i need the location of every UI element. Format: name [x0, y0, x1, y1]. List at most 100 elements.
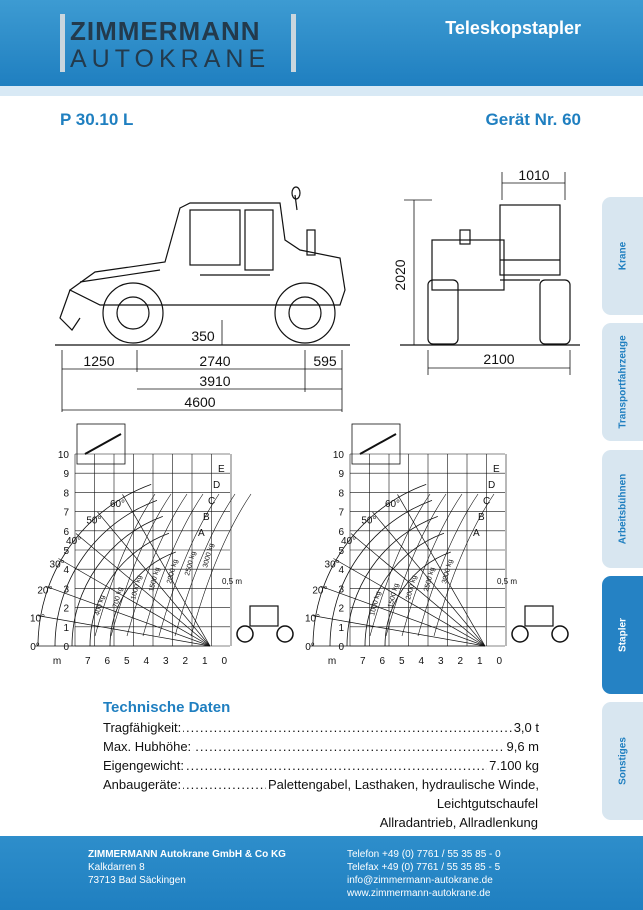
cab-door [244, 209, 274, 271]
chart-right-angle-label: 60° [385, 499, 400, 510]
chart-right-curve-label: A [473, 528, 480, 539]
telehandler-body [68, 202, 346, 306]
chart-right-load-curve [385, 493, 447, 637]
device-number: Gerät Nr. 60 [485, 110, 581, 129]
chart-right-y-tick: 8 [338, 488, 344, 499]
chart-left-boom-icon-line [84, 433, 122, 455]
chart-left-angle-label: 0° [30, 642, 40, 653]
dim-ground-clearance: 350 [191, 328, 215, 344]
chart-left-angle-label: 20° [37, 586, 52, 597]
chart-left-curve-label: C [208, 496, 215, 507]
spec-attachments-value: Palettengabel, Lasthaken, hydraulische W… [265, 775, 539, 794]
chart-right-reach-arc [346, 515, 438, 647]
chart-left-load-label: 2000 kg [166, 559, 179, 585]
dim-total-length: 4600 [184, 394, 215, 410]
document-type: Teleskopstapler [445, 18, 581, 38]
chart-right-load-curve [433, 493, 495, 637]
chart-right-load-label: 2000 kg [405, 575, 418, 601]
chart-right-curve-label: E [493, 464, 500, 475]
chart-left-angle-label: 30° [50, 560, 65, 571]
chart-right-angle-line [397, 494, 486, 647]
side-view-drawing: 350 1250 2740 595 3910 4600 1010 2020 21… [55, 167, 580, 412]
chart-left-angle-label: 60° [110, 499, 125, 510]
chart-right-angle-line [320, 585, 486, 647]
footer-fax: Telefax +49 (0) 7761 / 55 35 85 - 5 [347, 862, 501, 873]
chart-left-x-tick: 7 [85, 656, 91, 667]
chart-right-curve-label: D [488, 480, 495, 491]
header-band [0, 86, 643, 96]
footer-company: ZIMMERMANN Autokrane GmbH & Co KG [88, 849, 286, 860]
footer: ZIMMERMANN Autokrane GmbH & Co KG Kalkda… [0, 836, 643, 910]
mirror [291, 186, 301, 200]
logo-bar-right [291, 14, 296, 72]
chart-left-x-tick: 1 [202, 656, 208, 667]
chart-left-x-tick: 6 [104, 656, 110, 667]
tab-transportfahrzeuge[interactable]: Transportfahrzeuge [602, 323, 643, 441]
chart-left-load-curve [126, 493, 188, 637]
chart-left-load-curve [174, 493, 236, 637]
tab-sonstiges-label: Sonstiges [617, 737, 628, 785]
chart-right-curve-label: C [483, 496, 490, 507]
chart-right-y-tick: 7 [338, 508, 344, 519]
spec-capacity-label: Tragfähigkeit: [103, 718, 184, 737]
chart-left-y-tick: 2 [63, 604, 69, 615]
tab-stapler[interactable]: Stapler [602, 576, 643, 694]
chart-right-y-tick: 0 [338, 642, 344, 653]
chart-left-machine-cab-icon [249, 605, 279, 627]
tab-sonstiges[interactable]: Sonstiges [602, 702, 643, 820]
chart-right-y-tick: 10 [333, 450, 345, 461]
chart-left-x-tick: 5 [124, 656, 130, 667]
chart-left-y-tick: 3 [63, 584, 69, 595]
chart-right-y-tick: 1 [338, 623, 344, 634]
chart-left-angle-label: 50° [86, 516, 101, 527]
company-logo[interactable]: ZIMMERMANN AUTOKRANE [60, 14, 296, 73]
chart-right-load-curve [401, 493, 463, 637]
dim-rear-overhang: 595 [313, 353, 337, 369]
chart-left-curve-label: E [218, 464, 225, 475]
footer-city: 73713 Bad Säckingen [88, 875, 186, 886]
chart-left-curve-label: B [203, 512, 210, 523]
chart-right-x-tick: m [328, 656, 336, 667]
spec-weight-value: 7.100 kg [487, 756, 539, 775]
dim-overhang: 1250 [83, 353, 114, 369]
chart-right-x-tick: 3 [438, 656, 444, 667]
chart-left-load-curve [158, 493, 220, 637]
chart-right-x-tick: 2 [457, 656, 463, 667]
chart-right-load-label: 1000 kg [369, 591, 382, 617]
chart-left-x-tick: m [53, 656, 61, 667]
chart-left-angle-label: 10° [30, 613, 45, 624]
tab-krane[interactable]: Krane [602, 197, 643, 315]
chart-left-boom-icon [76, 423, 126, 465]
tab-arbeitsbuehnen[interactable]: Arbeitsbühnen [602, 450, 643, 568]
chart-right-machine-wheel-icon [511, 625, 529, 643]
chart-left-reach-arc [89, 532, 170, 647]
header-banner [0, 0, 643, 86]
fork-carriage [59, 289, 81, 331]
logo-line1: ZIMMERMANN [70, 16, 261, 46]
chart-left-y-tick: 0 [63, 642, 69, 653]
dim-cab-width: 1010 [518, 167, 549, 183]
chart-right-angle-label: 20° [312, 586, 327, 597]
chart-left-load-curve [94, 493, 156, 637]
footer-web[interactable]: www.zimmermann-autokrane.de [347, 888, 491, 899]
chart-right-angle-line [312, 615, 486, 647]
chart-left-curve-label: D [213, 480, 220, 491]
chart-right-x-tick: 7 [360, 656, 366, 667]
chart-left-angle-line [97, 511, 211, 647]
rear-wheel [274, 282, 336, 344]
chart-left-load-label: 1000 kg [130, 575, 143, 601]
footer-email[interactable]: info@zimmermann-autokrane.de [347, 875, 493, 886]
chart-left-angle-line [58, 558, 211, 647]
chart-right-machine-cab-icon [524, 605, 554, 627]
chart-right-x-tick: 1 [477, 656, 483, 667]
spec-weight-label: Eigengewicht: [103, 756, 186, 775]
chart-right-load-label: 3000 kg [441, 559, 454, 585]
logo-bar-left [60, 14, 65, 72]
chart-left-x-tick: 2 [182, 656, 188, 667]
chart-right-y-tick: 2 [338, 604, 344, 615]
chart-left-y-tick: 4 [63, 565, 69, 576]
chart-left-reach-arc [71, 515, 163, 647]
spec-capacity-value: 3,0 t [511, 718, 539, 737]
footer-street: Kalkdarren 8 [88, 862, 145, 873]
